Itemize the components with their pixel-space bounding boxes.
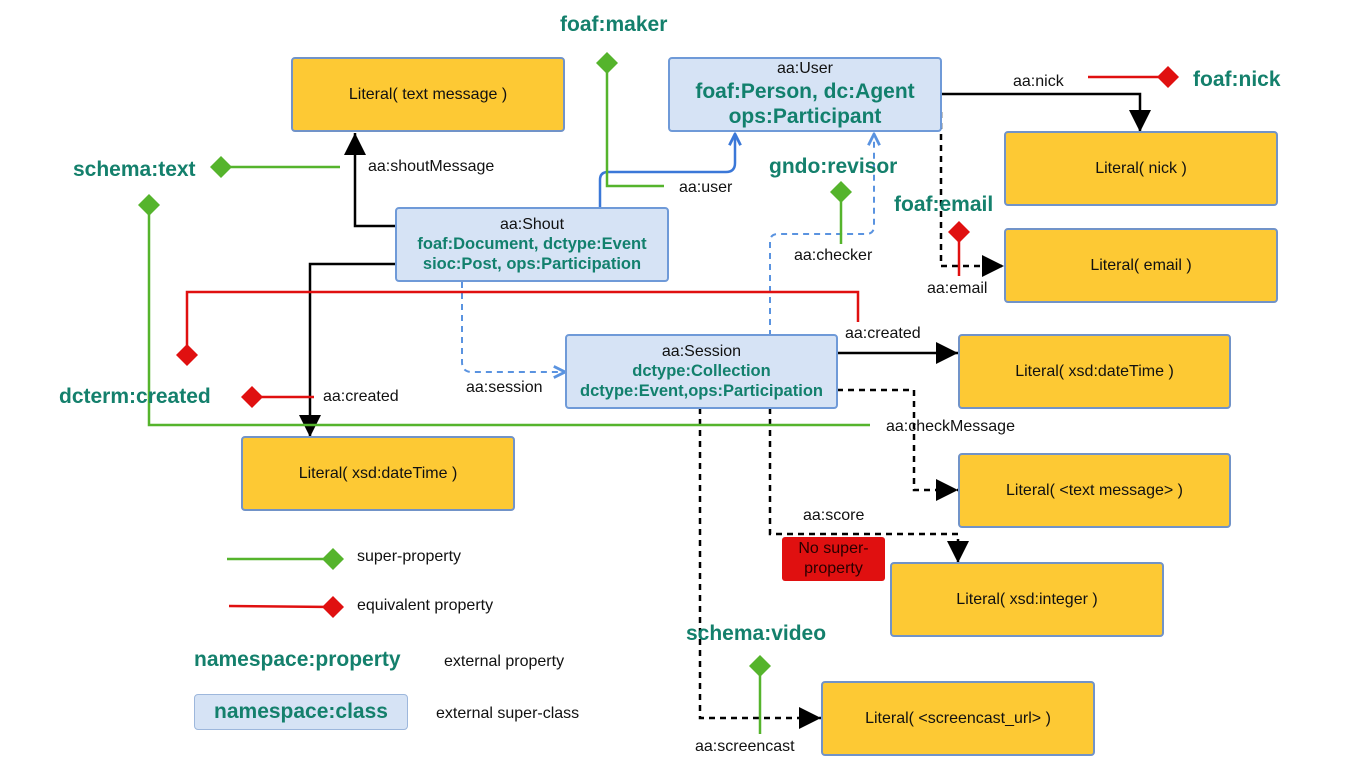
legend-equivalent-property: equivalent property [357,597,494,614]
diamond-foaf-email [948,221,970,243]
edge-shout-created [299,262,396,437]
legend-external-super-class: external super-class [436,705,580,722]
no-super-property-text: No super-property [798,540,869,577]
edge-session-checkmessage [837,388,958,501]
diamond-dcterm-created-1 [176,344,198,366]
class-session-name: aa:Session [661,342,742,360]
literal-check-message: Literal( <text message> ) [958,453,1231,528]
label-check-message: aa:checkMessage [886,418,1015,435]
edge-shout-message [344,133,396,228]
label-score: aa:score [803,507,865,524]
ext-schema-text: schema:text [73,158,196,181]
legend-namespace-class: namespace:class [194,694,408,730]
label-user: aa:user [679,179,733,196]
ext-gndo-revisor: gndo:revisor [769,155,898,178]
class-user: aa:User foaf:Person, dc:Agent ops:Partic… [668,57,942,132]
class-user-ext2: ops:Participant [728,105,882,129]
legend-equiv-diamond [322,596,344,618]
literal-score: Literal( xsd:integer ) [890,562,1164,637]
literal-screencast: Literal( <screencast_url> ) [821,681,1095,756]
literal-nick: Literal( nick ) [1004,131,1278,206]
ext-foaf-email: foaf:email [894,193,994,216]
diamond-foaf-maker [596,52,618,74]
literal-email: Literal( email ) [1004,228,1278,303]
diamond-schema-text-long [138,194,160,216]
label-created-session: aa:created [845,325,921,342]
label-checker: aa:checker [794,247,873,264]
legend-namespace-property: namespace:property [194,648,401,671]
legend-super-diamond [322,548,344,570]
edge-user-nick [941,92,1151,132]
class-shout-ext1: foaf:Document, dctype:Event [417,235,647,254]
label-shout-message: aa:shoutMessage [368,158,495,175]
class-session-ext2: dctype:Event,ops:Participation [580,382,823,401]
ext-dcterm-created: dcterm:created [59,385,211,408]
class-shout-name: aa:Shout [499,215,565,233]
super-schema-text-long [147,205,870,427]
edge-session-screencast [698,408,821,729]
label-created-shout: aa:created [323,388,399,405]
diamond-schema-video [749,655,771,677]
class-shout: aa:Shout foaf:Document, dctype:Event sio… [395,207,669,282]
equiv-dcterm-created-session [185,290,860,355]
super-foaf-maker [605,63,664,188]
class-session-ext1: dctype:Collection [632,362,771,381]
edge-session-score [768,408,969,563]
label-screencast: aa:screencast [695,738,795,755]
no-super-property-badge: No super-property [782,537,885,581]
label-nick: aa:nick [1013,73,1064,90]
legend-equiv-line [228,604,334,609]
diamond-gndo-revisor [830,181,852,203]
class-session: aa:Session dctype:Collection dctype:Even… [565,334,838,409]
edge-shout-session [461,282,565,372]
literal-text-message: Literal( text message ) [291,57,565,132]
diamond-schema-text [210,156,232,178]
ext-schema-video: schema:video [686,622,827,645]
literal-shout-datetime: Literal( xsd:dateTime ) [241,436,515,511]
legend-super-property: super-property [357,548,462,565]
diamond-foaf-nick [1157,66,1179,88]
edge-user-email [939,112,1004,277]
class-shout-ext2: sioc:Post, ops:Participation [422,255,642,274]
diamond-dcterm-created-2 [241,386,263,408]
legend-external-property: external property [444,653,565,670]
label-email: aa:email [927,280,988,297]
ext-foaf-maker: foaf:maker [560,13,668,36]
edge-shout-user [598,134,735,207]
class-user-name: aa:User [776,60,834,78]
ext-foaf-nick: foaf:nick [1193,68,1281,91]
label-session: aa:session [466,379,543,396]
class-user-ext1: foaf:Person, dc:Agent [695,79,915,103]
literal-session-datetime: Literal( xsd:dateTime ) [958,334,1231,409]
